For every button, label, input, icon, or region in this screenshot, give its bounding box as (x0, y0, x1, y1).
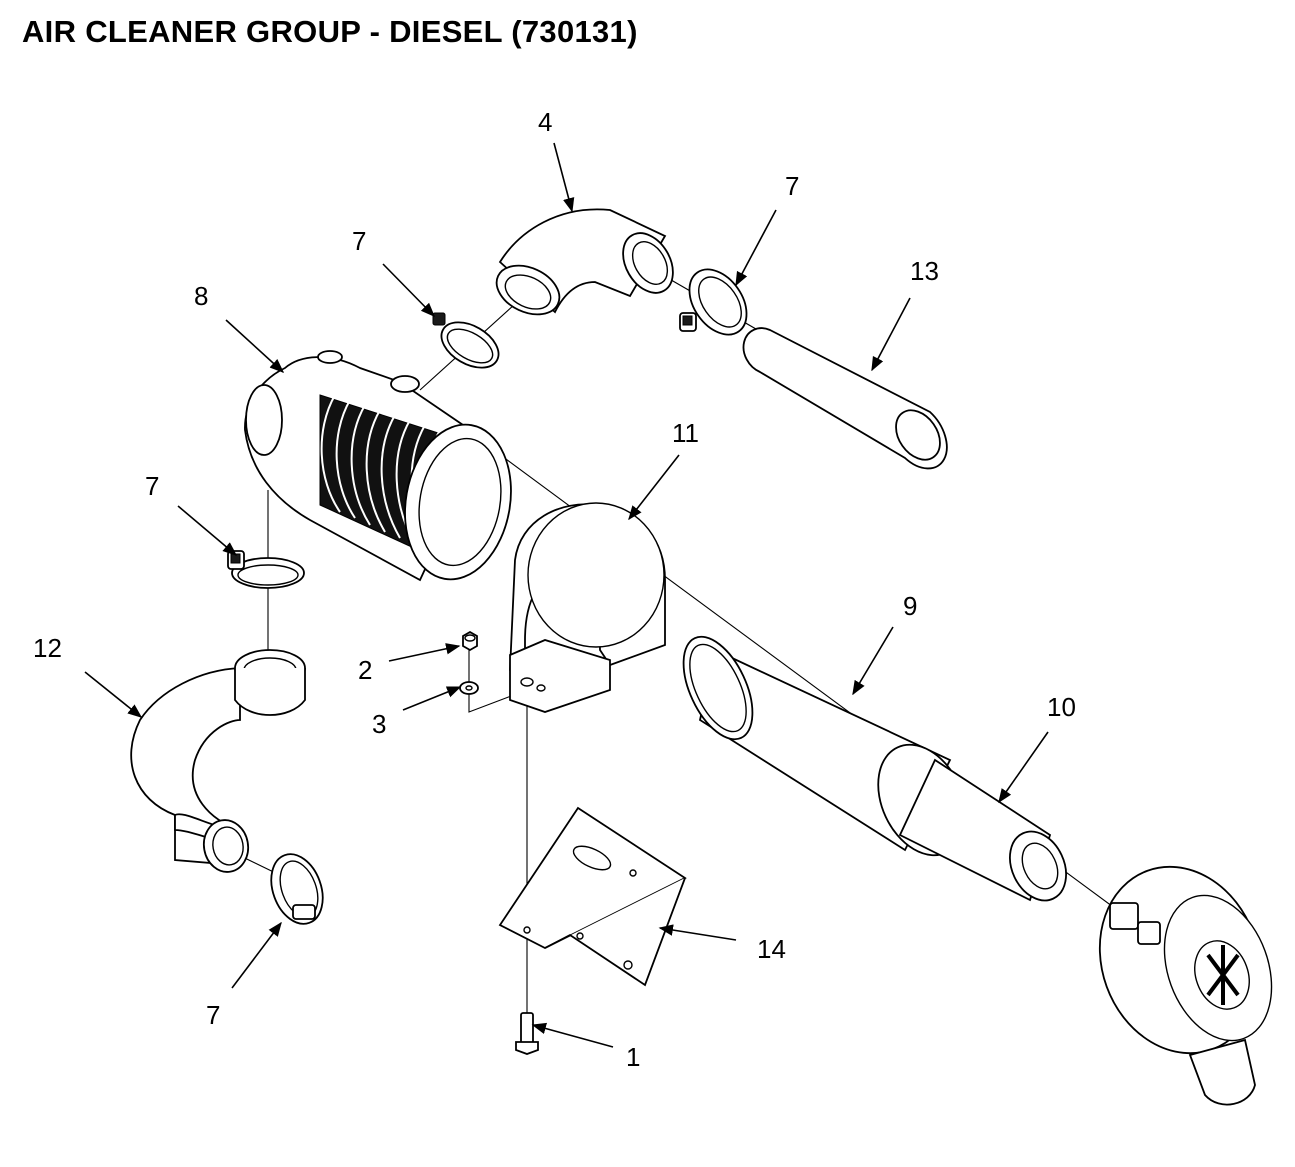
callout-7-bottom-left: 7 (206, 1000, 220, 1030)
callout-12: 12 (33, 633, 62, 663)
hose-clamp-upper-right (679, 268, 748, 336)
nut-part-2 (462, 630, 478, 652)
air-cleaner-housing-part-8 (244, 350, 512, 582)
washer-part-3 (459, 681, 479, 695)
leader-lines (84, 142, 1049, 1048)
callout-14: 14 (757, 934, 786, 964)
callout-3: 3 (372, 709, 386, 739)
callout-labels: 4 7 7 8 13 11 7 12 2 3 9 10 14 7 1 (33, 107, 1076, 1072)
callout-2: 2 (358, 655, 372, 685)
callout-9: 9 (903, 591, 917, 621)
elbow-part-4 (495, 208, 674, 316)
callout-11: 11 (672, 418, 699, 448)
hose-clamp-middle-left (227, 550, 305, 589)
callout-7-top-right: 7 (785, 171, 799, 201)
u-hose-part-12 (130, 649, 306, 873)
hose-clamp-lower-left (270, 853, 324, 925)
callout-7-middle-left: 7 (145, 471, 159, 501)
page-title: AIR CLEANER GROUP - DIESEL (730131) (22, 14, 638, 49)
secondary-filter-part-10 (898, 758, 1067, 902)
mounting-band-part-11 (509, 502, 666, 713)
callout-8: 8 (194, 281, 208, 311)
mounting-bracket-part-14 (498, 806, 687, 987)
callout-7-top-left: 7 (352, 226, 366, 256)
callout-10: 10 (1047, 692, 1076, 722)
bolt-part-1 (515, 1012, 539, 1055)
callout-4: 4 (538, 107, 552, 137)
callout-1: 1 (626, 1042, 640, 1072)
air-cleaner-cover (1098, 865, 1273, 1106)
intake-tube-part-13 (742, 327, 948, 470)
hose-clamp-upper-left (432, 312, 500, 369)
callout-13: 13 (910, 256, 939, 286)
